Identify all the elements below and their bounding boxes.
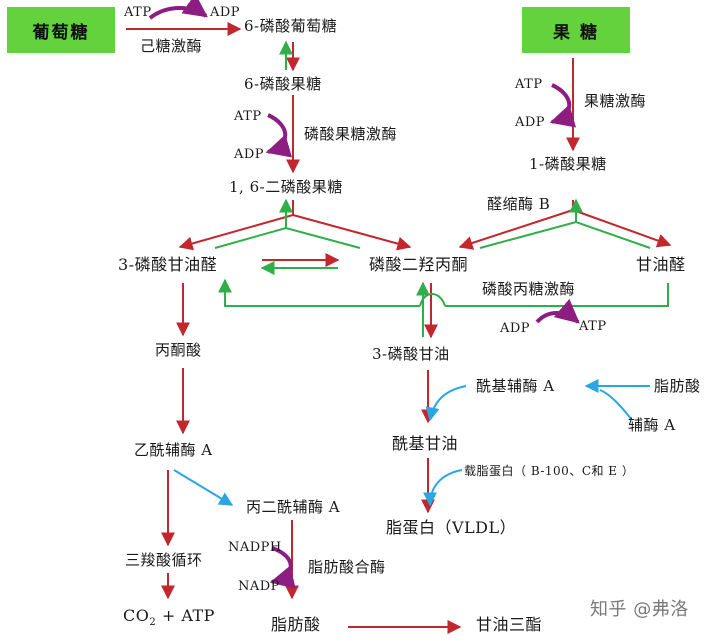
co2-subscript: 2	[149, 617, 157, 629]
acetylcoa-label: 乙酰辅酶 A	[134, 441, 213, 459]
coa-label: 辅酶 A	[628, 416, 676, 434]
f16bp-label: 1, 6-二磷酸果糖	[229, 178, 343, 196]
arrow-nadph-nadp	[269, 546, 296, 589]
arrow-apo-vldl	[423, 469, 463, 507]
fructokinase-label: 果糖激酶	[584, 92, 647, 110]
arrow-acylcoa-acylglycerol	[425, 385, 467, 422]
atp-label-4: ATP	[579, 319, 607, 334]
adp-label-2: ADP	[234, 147, 265, 162]
acylcoa-label: 酰基辅酶 A	[476, 377, 555, 395]
pfk-label: 磷酸果糖激酶	[304, 125, 398, 143]
adp-label-1: ADP	[210, 5, 241, 20]
arrow-f16bp-split-right	[292, 214, 412, 251]
apolipoprotein-label: 载脂蛋白（ B-100、C和 E ）	[464, 464, 635, 478]
nadph-label: NADPH	[228, 540, 282, 555]
atp-label-1: ATP	[124, 5, 152, 20]
g6p-label: 6-磷酸葡萄糖	[244, 17, 338, 35]
arrow-f16bp-split-left	[178, 200, 294, 251]
arrow-glyceraldehyde-g3p	[445, 283, 669, 307]
f6p-label: 6-磷酸果糖	[244, 75, 322, 93]
fattyacid-right-label: 脂肪酸	[654, 377, 701, 395]
co2-atp-label: CO2 + ATP	[123, 608, 215, 628]
arrow-atp-adp-pfk	[265, 113, 293, 158]
adp-label-4: ADP	[500, 321, 531, 336]
co2-text: CO	[123, 606, 150, 625]
acylglycerol-label: 酰基甘油	[392, 434, 459, 453]
adp-label-3: ADP	[515, 115, 546, 130]
glucose-label: 葡萄糖	[32, 22, 90, 43]
malonylcoa-label: 丙二酰辅酶 A	[246, 498, 341, 516]
watermark: 知乎 @弗洛	[590, 599, 689, 620]
tca-label: 三羧酸循环	[125, 551, 203, 569]
atp-label-2: ATP	[234, 109, 262, 124]
g3p-label: 3-磷酸甘油醛	[118, 255, 218, 274]
triokinase-label: 磷酸丙糖激酶	[482, 280, 576, 298]
atp-text: + ATP	[156, 606, 215, 625]
fructose-label: 果 糖	[553, 22, 599, 43]
arrow-trioses-f1p	[479, 220, 651, 249]
fas-label: 脂肪酸合酶	[308, 558, 386, 576]
glucose-box: 葡萄糖	[7, 7, 115, 53]
arrow-atp-adp-fructokinase	[549, 83, 577, 128]
glyceraldehyde-label: 甘油醛	[636, 255, 686, 274]
arrow-atp-adp-hexokinase	[148, 0, 208, 20]
dhap-label: 磷酸二羟丙酮	[369, 255, 469, 274]
fructose-box: 果 糖	[522, 7, 630, 53]
atp-label-3: ATP	[515, 77, 543, 92]
vldl-label: 脂蛋白（VLDL）	[386, 518, 517, 537]
fattyacid-bottom-label: 脂肪酸	[271, 615, 321, 634]
hexokinase-label: 己糖激酶	[140, 37, 203, 55]
aldolaseB-label: 醛缩酶 B	[487, 195, 551, 213]
pyruvate-label: 丙酮酸	[155, 341, 202, 359]
f1p-label: 1-磷酸果糖	[529, 155, 607, 173]
glycerol3p-label: 3-磷酸甘油	[372, 345, 450, 363]
nadp-label: NADP	[238, 579, 280, 594]
arrow-f1p-split-right	[572, 209, 672, 248]
triglyceride-label: 甘油三酯	[476, 615, 543, 634]
arrow-adp-atp-triokinase	[535, 298, 580, 324]
arrow-coa-acylcoa	[599, 389, 633, 421]
arrow-acetylcoa-malonyl	[173, 469, 234, 506]
